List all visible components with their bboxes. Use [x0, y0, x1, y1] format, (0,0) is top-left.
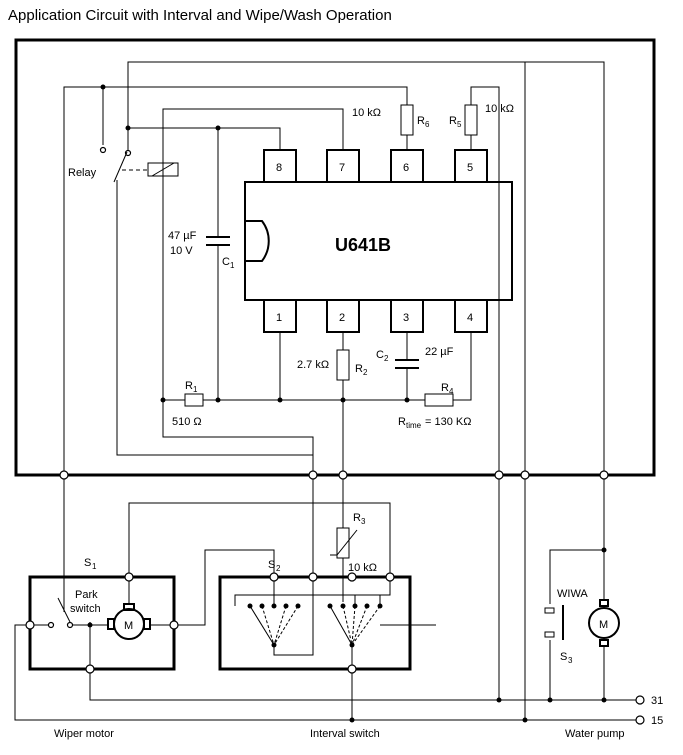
- supply-terminals: 31 15: [349, 695, 663, 727]
- external-wiring: [14, 479, 636, 721]
- r1-ref: R: [185, 380, 193, 392]
- r2-sub: 2: [363, 368, 368, 377]
- c2-sub: 2: [384, 354, 389, 363]
- s2-switch-b: [327, 595, 383, 669]
- s3-sub: 3: [568, 656, 573, 665]
- pin-label-4: 4: [467, 312, 473, 324]
- s2-sub: 2: [276, 564, 281, 573]
- r3-ref: R: [353, 512, 361, 524]
- wiper-motor-box: S 1 Park switch M: [25, 557, 179, 674]
- module-wiring: [63, 61, 605, 475]
- park-switch-line2: switch: [70, 603, 101, 615]
- resistor-r4: R 4 R time = 130 KΩ: [398, 382, 471, 430]
- r2-value: 2.7 kΩ: [297, 359, 329, 371]
- c1-sub: 1: [230, 261, 235, 270]
- r2-ref: R: [355, 363, 363, 375]
- pin-label-3: 3: [403, 312, 409, 324]
- resistor-r5: 10 kΩ R 5: [449, 103, 514, 136]
- terminal-15-label: 15: [651, 715, 663, 727]
- wiper-motor-label: Wiper motor: [54, 728, 114, 740]
- relay: Relay: [68, 146, 179, 183]
- r6-ref: R: [417, 115, 425, 127]
- module-terminals: [59, 470, 609, 480]
- pin-label-8: 8: [276, 162, 282, 174]
- water-pump-label: Water pump: [565, 728, 625, 740]
- ic-u641b: U641B 8 7 6 5 1 2 3 4: [244, 149, 513, 333]
- wiwa-label: WIWA: [557, 588, 588, 600]
- pin-label-6: 6: [403, 162, 409, 174]
- c2-ref: C: [376, 349, 384, 361]
- resistor-r6: 10 kΩ R 6: [352, 104, 430, 136]
- pin-label-5: 5: [467, 162, 473, 174]
- resistor-r2: 2.7 kΩ R 2: [297, 349, 368, 381]
- capacitor-c1: 47 µF 10 V C 1: [168, 230, 235, 270]
- ic-label: U641B: [335, 235, 391, 255]
- rtime-ref: R: [398, 416, 406, 428]
- interval-switch-label: Interval switch: [310, 728, 380, 740]
- resistor-r3: R 3 10 kΩ: [330, 512, 377, 574]
- c1-value: 47 µF: [168, 230, 197, 242]
- s2-switch-a: [247, 577, 314, 656]
- s1-sub: 1: [92, 562, 97, 571]
- park-switch-line1: Park: [75, 589, 98, 601]
- r5-value: 10 kΩ: [485, 103, 514, 115]
- r3-sub: 3: [361, 517, 366, 526]
- water-pump: WIWA S 3 M: [544, 547, 620, 665]
- resistor-r1: R 1 510 Ω: [172, 380, 204, 428]
- relay-label: Relay: [68, 167, 97, 179]
- r1-sub: 1: [193, 385, 198, 394]
- s3-ref: S: [560, 651, 567, 663]
- terminal-31-label: 31: [651, 695, 663, 707]
- c1-voltage: 10 V: [170, 245, 193, 257]
- r4-ref: R: [441, 382, 449, 394]
- s1-ref: S: [84, 557, 91, 569]
- r1-value: 510 Ω: [172, 416, 202, 428]
- pin-label-1: 1: [276, 312, 282, 324]
- rtime-sub: time: [406, 421, 422, 430]
- rtime-value: = 130 KΩ: [425, 416, 471, 428]
- pin-label-7: 7: [339, 162, 345, 174]
- junction-dots: [100, 84, 410, 403]
- pin-label-2: 2: [339, 312, 345, 324]
- r5-sub: 5: [457, 120, 462, 129]
- interval-switch-box: S 2: [218, 559, 436, 674]
- pump-motor-symbol: M: [599, 619, 608, 631]
- r3-value: 10 kΩ: [348, 562, 377, 574]
- r5-ref: R: [449, 115, 457, 127]
- r4-sub: 4: [449, 387, 454, 396]
- c1-ref: C: [222, 256, 230, 268]
- s2-ref: S: [268, 559, 275, 571]
- c2-value: 22 µF: [425, 346, 454, 358]
- motor-symbol: M: [124, 620, 133, 632]
- diagram-title: Application Circuit with Interval and Wi…: [8, 7, 392, 24]
- r6-sub: 6: [425, 120, 430, 129]
- r6-value: 10 kΩ: [352, 107, 381, 119]
- module-box: [14, 38, 656, 477]
- capacitor-c2: C 2 22 µF: [376, 346, 454, 369]
